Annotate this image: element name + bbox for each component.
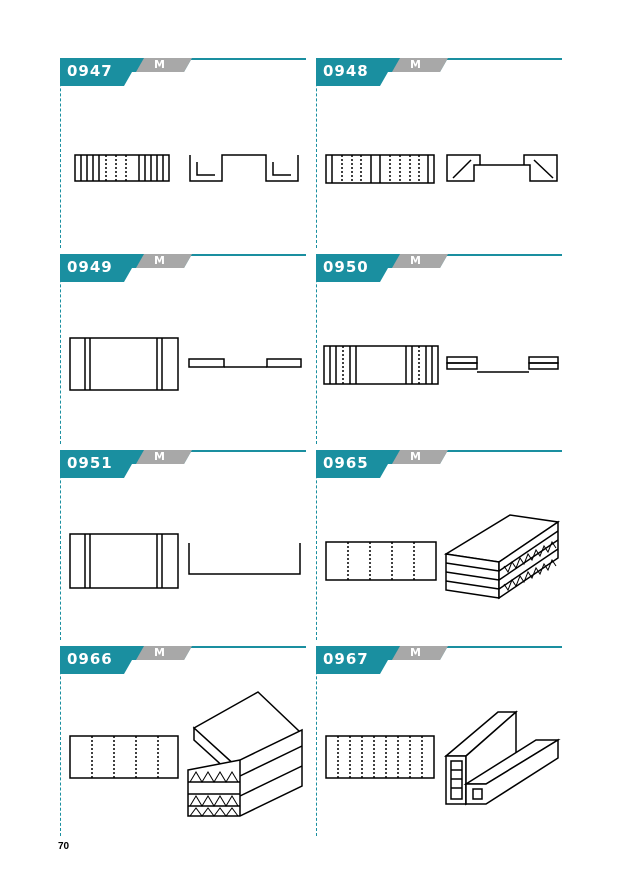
box-drawing-flat-and-stack bbox=[69, 691, 303, 817]
style-code: 0965 bbox=[323, 454, 369, 472]
catalog-cell-6: 0965 M bbox=[316, 450, 562, 640]
grade-label: M bbox=[410, 58, 421, 71]
box-drawing-flat-and-profile bbox=[323, 345, 559, 385]
box-drawing-flat-and-profile-3d bbox=[325, 710, 561, 806]
style-code: 0967 bbox=[323, 650, 369, 668]
grade-label: M bbox=[410, 450, 421, 463]
grade-label: M bbox=[154, 450, 165, 463]
cell-header-tag: 0967 M bbox=[316, 646, 448, 674]
catalog-cell-2: 0948 M bbox=[316, 58, 562, 248]
style-code: 0951 bbox=[67, 454, 113, 472]
cell-border-dashed bbox=[60, 450, 61, 640]
grade-label: M bbox=[410, 254, 421, 267]
box-drawing-flat-and-profile bbox=[69, 337, 302, 391]
cell-header-tag: 0951 M bbox=[60, 450, 192, 478]
box-drawing-flat-and-stack bbox=[325, 514, 561, 600]
cell-header-tag: 0947 M bbox=[60, 58, 192, 86]
cell-border-dashed bbox=[60, 58, 61, 248]
style-code: 0950 bbox=[323, 258, 369, 276]
grade-label: M bbox=[154, 646, 165, 659]
cell-header-tag: 0949 M bbox=[60, 254, 192, 282]
cell-border-dashed bbox=[60, 254, 61, 444]
style-code: 0948 bbox=[323, 62, 369, 80]
cell-border-dashed bbox=[316, 450, 317, 640]
catalog-cell-3: 0949 M bbox=[60, 254, 306, 444]
cell-header-tag: 0950 M bbox=[316, 254, 448, 282]
cell-border-dashed bbox=[60, 646, 61, 836]
grade-label: M bbox=[410, 646, 421, 659]
box-drawing-flat-and-profile bbox=[69, 533, 301, 589]
cell-border-dashed bbox=[316, 254, 317, 444]
style-code: 0947 bbox=[67, 62, 113, 80]
cell-header-tag: 0965 M bbox=[316, 450, 448, 478]
grade-label: M bbox=[154, 58, 165, 71]
box-drawing-flat-and-profile bbox=[325, 154, 558, 184]
page-number: 70 bbox=[58, 841, 70, 852]
catalog-cell-1: 0947 M bbox=[60, 58, 306, 248]
cell-border-dashed bbox=[316, 646, 317, 836]
box-drawing-flat-and-profile bbox=[74, 154, 299, 182]
cell-header-tag: 0948 M bbox=[316, 58, 448, 86]
catalog-cell-5: 0951 M bbox=[60, 450, 306, 640]
style-code: 0966 bbox=[67, 650, 113, 668]
catalog-cell-7: 0966 M bbox=[60, 646, 306, 836]
cell-header-tag: 0966 M bbox=[60, 646, 192, 674]
style-code: 0949 bbox=[67, 258, 113, 276]
cell-border-dashed bbox=[316, 58, 317, 248]
catalog-cell-8: 0967 M bbox=[316, 646, 562, 836]
catalog-cell-4: 0950 M bbox=[316, 254, 562, 444]
grade-label: M bbox=[154, 254, 165, 267]
